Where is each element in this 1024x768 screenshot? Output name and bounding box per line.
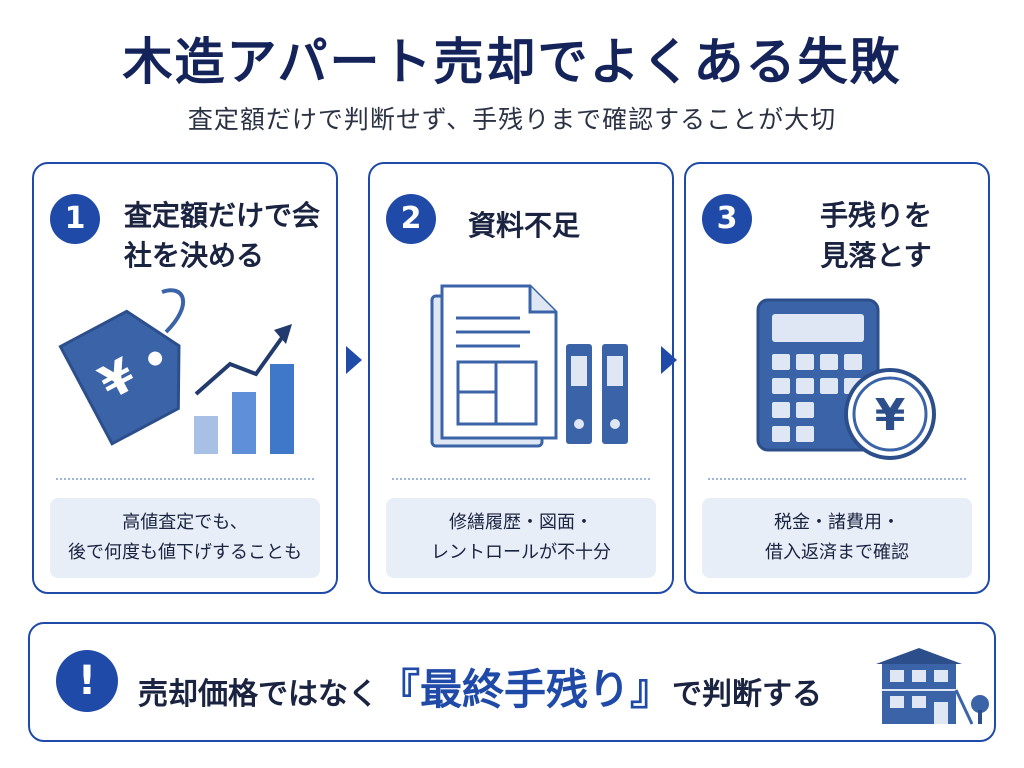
card-divider — [392, 478, 650, 480]
banner-emphasis: 『最終手残り』 — [378, 665, 673, 714]
card-title-1: 査定額だけで会社を決める — [124, 199, 321, 272]
apartment-building-icon — [876, 648, 989, 725]
card-title-line: 手残りを — [819, 199, 932, 232]
card-note-2: 修繕履歴・図面・ レントロールが不十分 — [386, 498, 656, 578]
note-line: 高値査定でも、 — [122, 512, 248, 533]
card-divider — [708, 478, 966, 480]
card-divider — [56, 478, 314, 480]
card-mistake-1: 1 査定額だけで会社を決める ¥ 高値査定でも、 後で何度も値下げすることも — [32, 162, 338, 594]
card-title-2: 資料不足 — [468, 209, 581, 242]
note-line: レントロールが不十分 — [431, 542, 611, 563]
price-tag-rising-chart-icon: ¥ — [58, 288, 294, 454]
note-line: 後で何度も値下げすることも — [68, 542, 302, 563]
card-note-3: 税金・諸費用・ 借入返済まで確認 — [702, 498, 972, 578]
conclusion-banner: ! 売却価格ではなく『最終手残り』で判断する — [28, 622, 996, 742]
calculator-yen-icon: ¥ — [756, 298, 936, 460]
svg-text:¥: ¥ — [875, 390, 906, 441]
arrow-right-icon — [661, 346, 677, 374]
step-number-2: 2 — [386, 194, 436, 244]
card-mistake-2: 2 資料不足 修繕履歴・図面・ レントロールが不十分 — [368, 162, 674, 594]
step-number-1: 1 — [50, 194, 100, 244]
banner-text-after: で判断する — [672, 677, 823, 712]
card-title-3: 手残りを 見落とす — [776, 196, 976, 276]
card-title-line: 見落とす — [820, 239, 932, 272]
banner-text: 売却価格ではなく『最終手残り』で判断する — [138, 656, 822, 717]
note-line: 修繕履歴・図面・ — [449, 512, 593, 533]
note-line: 借入返済まで確認 — [765, 542, 909, 563]
step-number-3: 3 — [702, 194, 752, 244]
arrow-right-icon — [346, 346, 362, 374]
exclamation-icon: ! — [56, 650, 118, 712]
documents-binders-icon — [430, 284, 628, 448]
note-line: 税金・諸費用・ — [774, 512, 900, 533]
banner-text-before: 売却価格ではなく — [138, 677, 378, 712]
page-title: 木造アパート売却でよくある失敗 — [122, 33, 902, 91]
page-subtitle: 査定額だけで判断せず、手残りまで確認することが大切 — [187, 105, 837, 134]
card-mistake-3: 3 手残りを 見落とす ¥ 税金・諸費用・ 借入返済まで確認 — [684, 162, 990, 594]
card-note-1: 高値査定でも、 後で何度も値下げすることも — [50, 498, 320, 578]
